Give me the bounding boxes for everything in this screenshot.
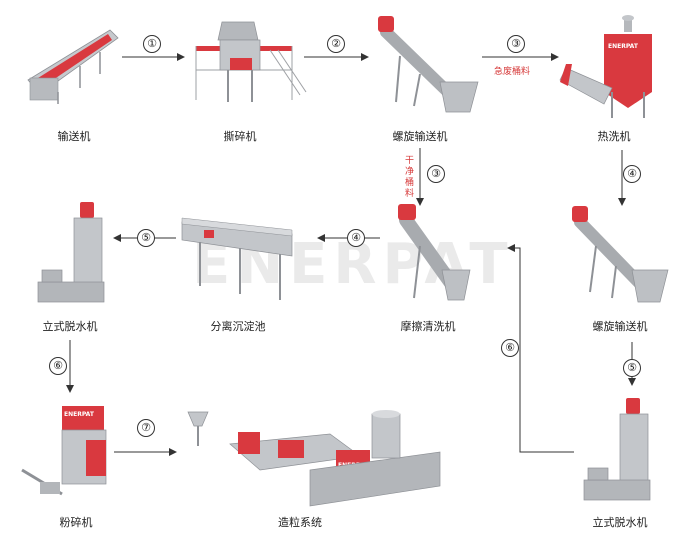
step-badge: ③ — [427, 165, 445, 183]
machine-label: 造粒系统 — [278, 516, 322, 529]
machine-label: 螺旋输送机 — [392, 130, 448, 143]
screw-conveyor-1-illustration — [378, 16, 479, 113]
machine-label: 螺旋输送机 — [592, 320, 648, 333]
step-badge: ⑦ — [137, 419, 155, 437]
sink-float-tank-illustration — [181, 217, 293, 300]
conveyor-illustration — [27, 29, 119, 104]
machine-label: 热洗机 — [597, 130, 631, 143]
step-badge: ⑤ — [137, 229, 155, 247]
machine-label: 摩擦清洗机 — [400, 320, 456, 333]
step-badge: ② — [327, 35, 345, 53]
step-badge: ① — [143, 35, 161, 53]
arrow-6-return — [507, 244, 574, 453]
step-badge: ④ — [347, 229, 365, 247]
hot-washer-brand: ENERPAT — [608, 43, 639, 50]
friction-washer-illustration — [398, 204, 471, 301]
machine-label: 立式脱水机 — [592, 516, 648, 529]
shredder-illustration — [195, 21, 307, 102]
machine-label: 输送机 — [57, 130, 91, 143]
step-badge: ⑤ — [623, 359, 641, 377]
dirty-barrel-note: 急废桶料 — [494, 67, 531, 77]
hot-washer-illustration: ENERPAT — [559, 15, 652, 118]
screw-conveyor-2-illustration — [572, 206, 669, 303]
pelletizer-illustration: ENERPAT — [187, 410, 441, 507]
machine-label: 粉碎机 — [59, 516, 93, 529]
step-badge: ⑥ — [49, 357, 67, 375]
step-badge: ⑥ — [501, 339, 519, 357]
clean-barrel-note: 干净桶料 — [404, 156, 414, 199]
machine-label: 分离沉淀池 — [210, 320, 266, 333]
machine-label: 立式脱水机 — [42, 320, 98, 333]
step-badge: ③ — [507, 35, 525, 53]
dewater-1-illustration — [37, 202, 105, 303]
dewater-2-illustration — [583, 398, 651, 501]
crusher-illustration: ENERPAT — [21, 406, 107, 496]
machine-label: 撕碎机 — [223, 130, 257, 143]
step-badge: ④ — [623, 165, 641, 183]
flow-arrows — [66, 53, 636, 456]
crusher-brand: ENERPAT — [64, 411, 95, 418]
